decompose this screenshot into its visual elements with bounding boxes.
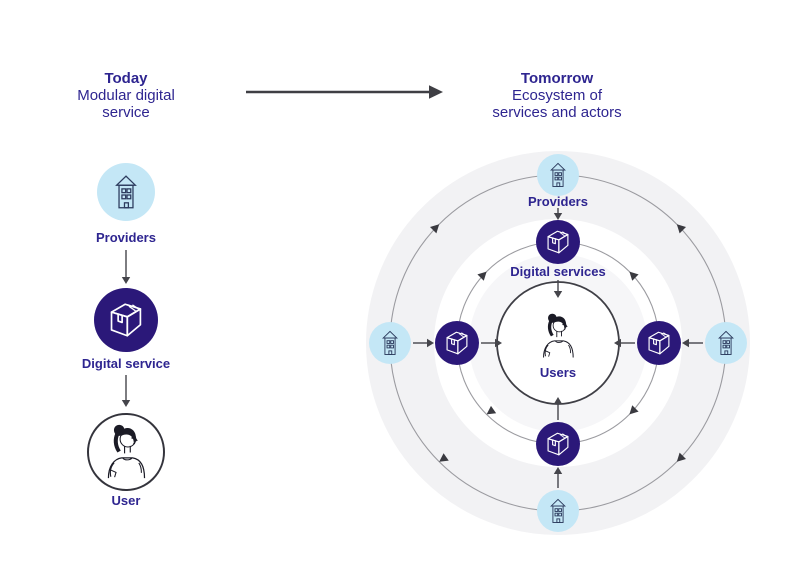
service-node-right — [637, 321, 681, 365]
provider-nodes — [369, 154, 747, 532]
today-title-block: Today Modular digital service — [16, 70, 236, 121]
service-node — [94, 288, 158, 352]
today-subtitle-line1: Modular digital — [77, 87, 175, 104]
tomorrow-subtitle-line1: Ecosystem of — [511, 87, 603, 104]
label-user-left: User — [111, 493, 141, 508]
arrowhead — [429, 85, 443, 99]
service-node-left — [435, 321, 479, 365]
tomorrow-title-block: Tomorrow Ecosystem of services and actor… — [447, 70, 667, 121]
label-digital-service-left: Digital service — [81, 356, 171, 371]
arrowhead — [121, 400, 131, 407]
today-subtitle-line2: service — [102, 104, 150, 121]
label-digital-services-right: Digital services — [510, 264, 606, 279]
service-node-top — [536, 220, 580, 264]
radial-arrows — [413, 208, 703, 488]
tomorrow-title: Tomorrow — [520, 70, 594, 87]
arrowhead — [121, 277, 131, 284]
service-node-bottom — [536, 422, 580, 466]
digital-service-nodes — [435, 220, 681, 466]
label-providers-right: Providers — [528, 194, 588, 209]
today-title: Today — [104, 70, 148, 87]
today-to-tomorrow-arrow — [246, 85, 443, 99]
ring-arrowhead-sw-inner — [484, 405, 497, 419]
label-providers-left: Providers — [96, 230, 156, 245]
left-flow — [87, 163, 165, 491]
user-circle — [87, 413, 165, 491]
tomorrow-subtitle-line2: services and actors — [492, 104, 622, 121]
label-users-right: Users — [539, 365, 577, 380]
